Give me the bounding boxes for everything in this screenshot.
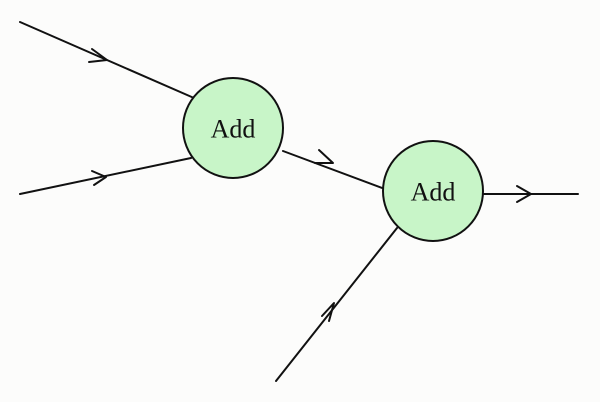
add-node-1: Add (182, 77, 284, 179)
add-node-1-label: Add (211, 115, 256, 144)
add-node-2: Add (382, 140, 484, 242)
arrowhead-icon (314, 149, 334, 164)
edge-input-3-to-add-2 (275, 227, 398, 382)
add-node-2-circle (382, 140, 484, 242)
edge-input-1-to-add-1 (19, 21, 195, 99)
add-node-2-label: Add (411, 178, 456, 207)
edge-input-2-to-add-1 (19, 157, 192, 195)
arrowhead-icon (516, 185, 532, 203)
edge-add-1-to-add-2 (282, 149, 386, 190)
arrowhead-icon (88, 48, 108, 63)
edge-add-2-to-output (483, 185, 579, 203)
add-node-1-circle (182, 77, 284, 179)
arrowhead-icon (321, 302, 335, 322)
arrowhead-icon (91, 170, 107, 186)
